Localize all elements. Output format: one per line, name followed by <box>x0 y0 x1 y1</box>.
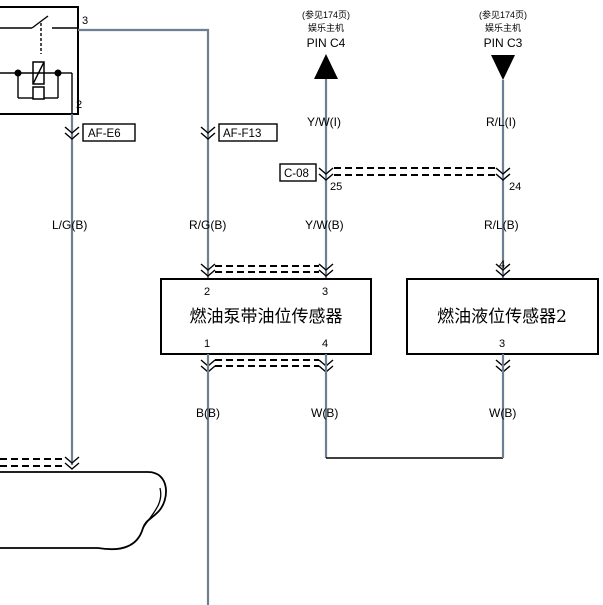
c08-pin-24: 24 <box>509 181 521 193</box>
c3-pin: PIN C3 <box>484 36 523 50</box>
sensor2-pin-4: 4 <box>499 259 505 271</box>
arrow-up-icon <box>314 54 338 79</box>
sensor1-label: 燃油泵带油位传感器 <box>190 307 343 327</box>
sensor2-label: 燃油液位传感器2 <box>437 307 567 327</box>
af-f13-box <box>218 123 278 142</box>
c08-label: C-08 <box>284 168 309 180</box>
c08-connector: C-08 25 24 <box>279 163 521 193</box>
c3-name: 娱乐主机 <box>485 22 521 33</box>
sensor1-pin-2: 2 <box>204 286 210 298</box>
arrow-down-icon <box>491 55 515 80</box>
c4-name: 娱乐主机 <box>308 22 344 33</box>
af-e6-chevron <box>64 126 80 140</box>
c08-box <box>279 163 317 182</box>
wire-label-wb-right: W(B) <box>489 406 516 420</box>
af-e6-label: AF-E6 <box>88 128 121 140</box>
sensor1-top-chevron-right <box>318 263 334 277</box>
af-f13-label: AF-F13 <box>223 128 261 140</box>
sensor1-pin-3: 3 <box>322 286 328 298</box>
c4-pin: PIN C4 <box>307 36 346 50</box>
wire-label-rg: R/G(B) <box>189 218 226 232</box>
sensor1-pin-1: 1 <box>204 338 210 350</box>
wire-label-rl-bottom: R/L(B) <box>484 218 519 232</box>
wire-rg <box>78 28 210 280</box>
wire-label-rl-top: R/L(I) <box>486 115 516 129</box>
c08-pin-25: 25 <box>330 181 342 193</box>
relay: 3 2 <box>0 6 88 115</box>
wire-label-wb-left: W(B) <box>311 406 338 420</box>
sensor2-top-chevron <box>495 263 511 277</box>
ground-chevron <box>64 456 80 470</box>
c3-ref: (参见174页) <box>479 9 527 20</box>
wire-label-lg: L/G(B) <box>52 218 87 232</box>
relay-pin-2: 2 <box>76 99 82 111</box>
wire-label-yw-top: Y/W(I) <box>307 115 341 129</box>
sensor1-pin-4: 4 <box>322 338 328 350</box>
af-f13-chevron <box>200 126 216 140</box>
wire-label-bb: B(B) <box>196 406 220 420</box>
head-unit-c3: (参见174页) 娱乐主机 PIN C3 <box>479 9 527 80</box>
c4-ref: (参见174页) <box>302 9 350 20</box>
sensor1-box <box>160 278 372 355</box>
head-unit-c4: (参见174页) 娱乐主机 PIN C4 <box>302 9 350 79</box>
af-e6-box <box>82 123 136 142</box>
wire-label-yw-bottom: Y/W(B) <box>305 218 344 232</box>
wiring-harness-shape <box>0 471 167 550</box>
relay-pin-3: 3 <box>82 15 88 27</box>
sensor1-top-chevron-left <box>200 263 216 277</box>
sensor2-pin-3: 3 <box>499 338 505 350</box>
